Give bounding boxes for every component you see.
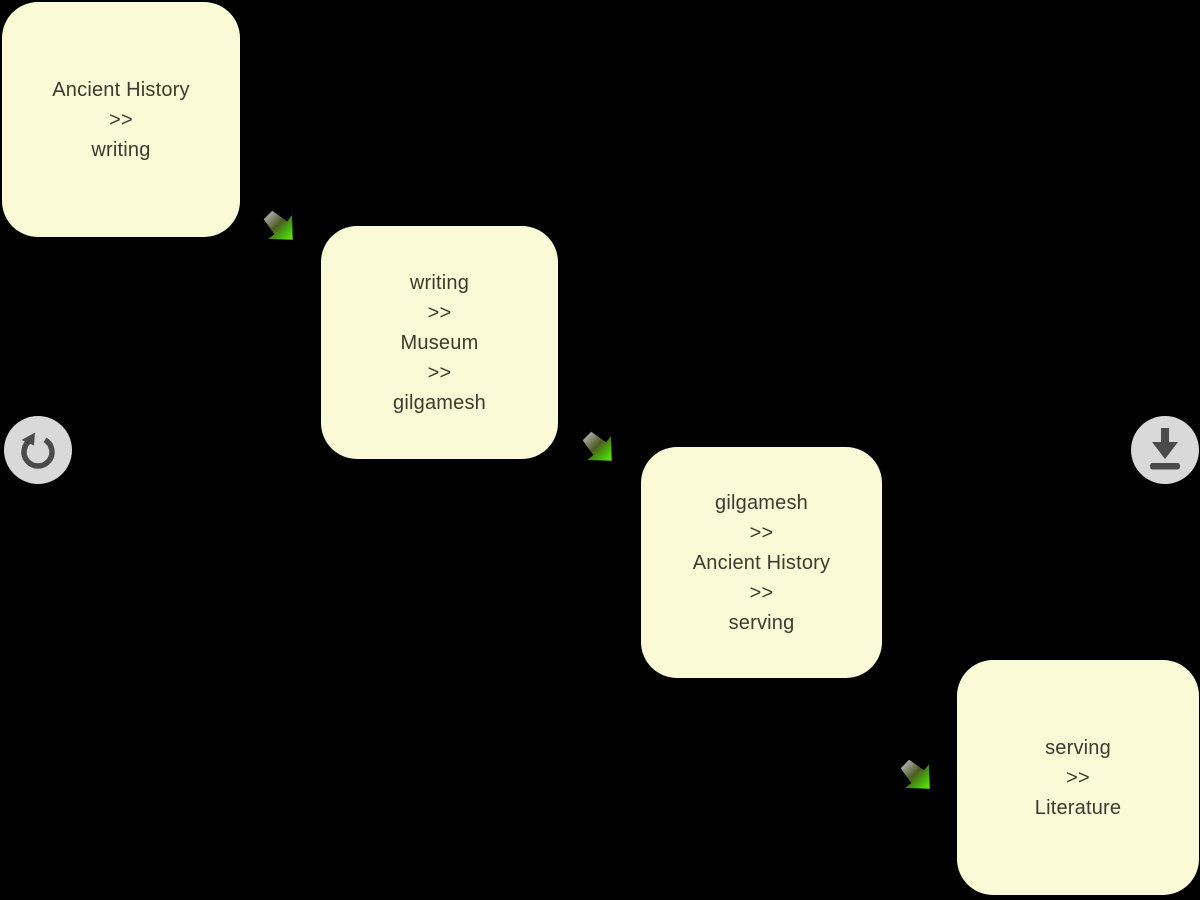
chain-card-1: Ancient History >> writing xyxy=(2,2,240,237)
card-line: Ancient History xyxy=(52,78,190,101)
card-text: writing >> Museum >> gilgamesh xyxy=(393,268,486,418)
card-line: gilgamesh xyxy=(715,491,808,514)
card-line: Literature xyxy=(1034,796,1122,819)
card-text: gilgamesh >> Ancient History >> serving xyxy=(693,488,831,638)
card-line-separator: >> xyxy=(427,361,452,384)
card-line: Ancient History xyxy=(692,551,831,574)
card-line: Museum xyxy=(400,331,479,354)
chain-arrow-icon xyxy=(582,431,612,461)
card-line-separator: >> xyxy=(427,301,452,324)
card-line: gilgamesh xyxy=(393,391,486,414)
card-line: serving xyxy=(728,611,795,634)
card-line-separator: >> xyxy=(749,521,774,544)
card-text: serving >> Literature xyxy=(1035,733,1122,823)
card-line-separator: >> xyxy=(109,108,133,131)
chain-card-3: gilgamesh >> Ancient History >> serving xyxy=(641,447,882,678)
chain-arrow-icon xyxy=(263,210,293,240)
card-line: writing xyxy=(91,138,151,161)
chain-card-4: serving >> Literature xyxy=(957,660,1199,895)
card-line-separator: >> xyxy=(1066,766,1090,789)
download-icon xyxy=(1131,416,1199,484)
card-line: writing xyxy=(409,271,470,294)
card-text: Ancient History >> writing xyxy=(52,75,190,165)
card-line: serving xyxy=(1045,736,1111,759)
chain-card-2: writing >> Museum >> gilgamesh xyxy=(321,226,558,459)
download-button[interactable] xyxy=(1131,416,1199,484)
reload-icon xyxy=(4,416,72,484)
card-line-separator: >> xyxy=(749,581,774,604)
reload-button[interactable] xyxy=(4,416,72,484)
chain-arrow-icon xyxy=(900,759,930,789)
